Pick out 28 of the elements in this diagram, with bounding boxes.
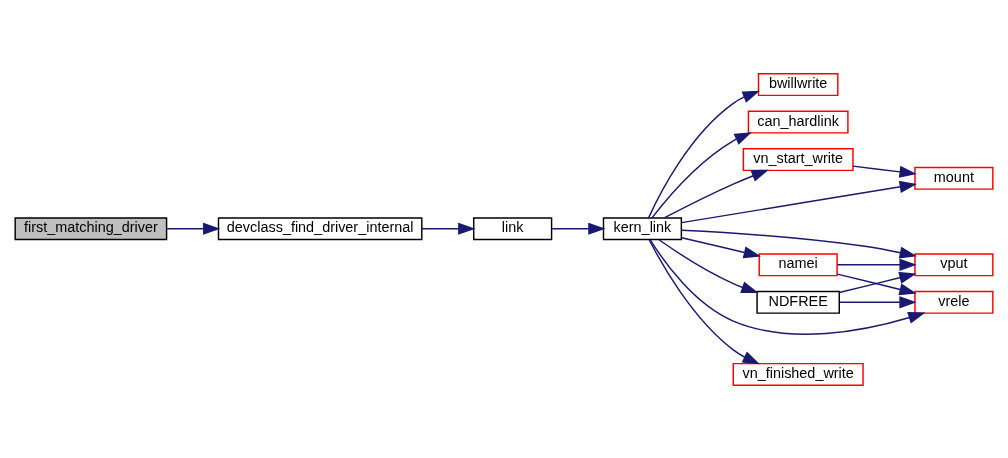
node-box: NDFREE [756,290,840,314]
node-box: namei [758,252,838,276]
node-box: can_hardlink [747,110,849,134]
arrow [551,222,606,235]
arrow [658,238,759,293]
node-box: vput [914,252,994,276]
arrow [836,258,917,271]
node-box: vrele [914,290,994,314]
arrow [651,131,752,219]
arrow [166,222,221,235]
arrow [663,169,769,219]
node-box: devclass_find_driver_internal [217,216,423,240]
arrow [681,180,917,223]
node-box: bwillwrite [757,72,839,96]
arrow [852,164,917,178]
arrow [649,238,926,335]
node-box: vn_start_write [742,147,854,171]
arrow [838,295,917,308]
node-box: first_matching_driver [14,216,168,240]
arrow [647,90,760,219]
node-box: vn_finished_write [732,362,864,386]
node-box: mount [914,166,994,190]
arrow [680,236,761,258]
arrow [648,238,760,364]
node-box: link [473,216,553,240]
arrow [680,229,917,259]
arrow [421,222,476,235]
node-box: kern_link [602,216,683,240]
